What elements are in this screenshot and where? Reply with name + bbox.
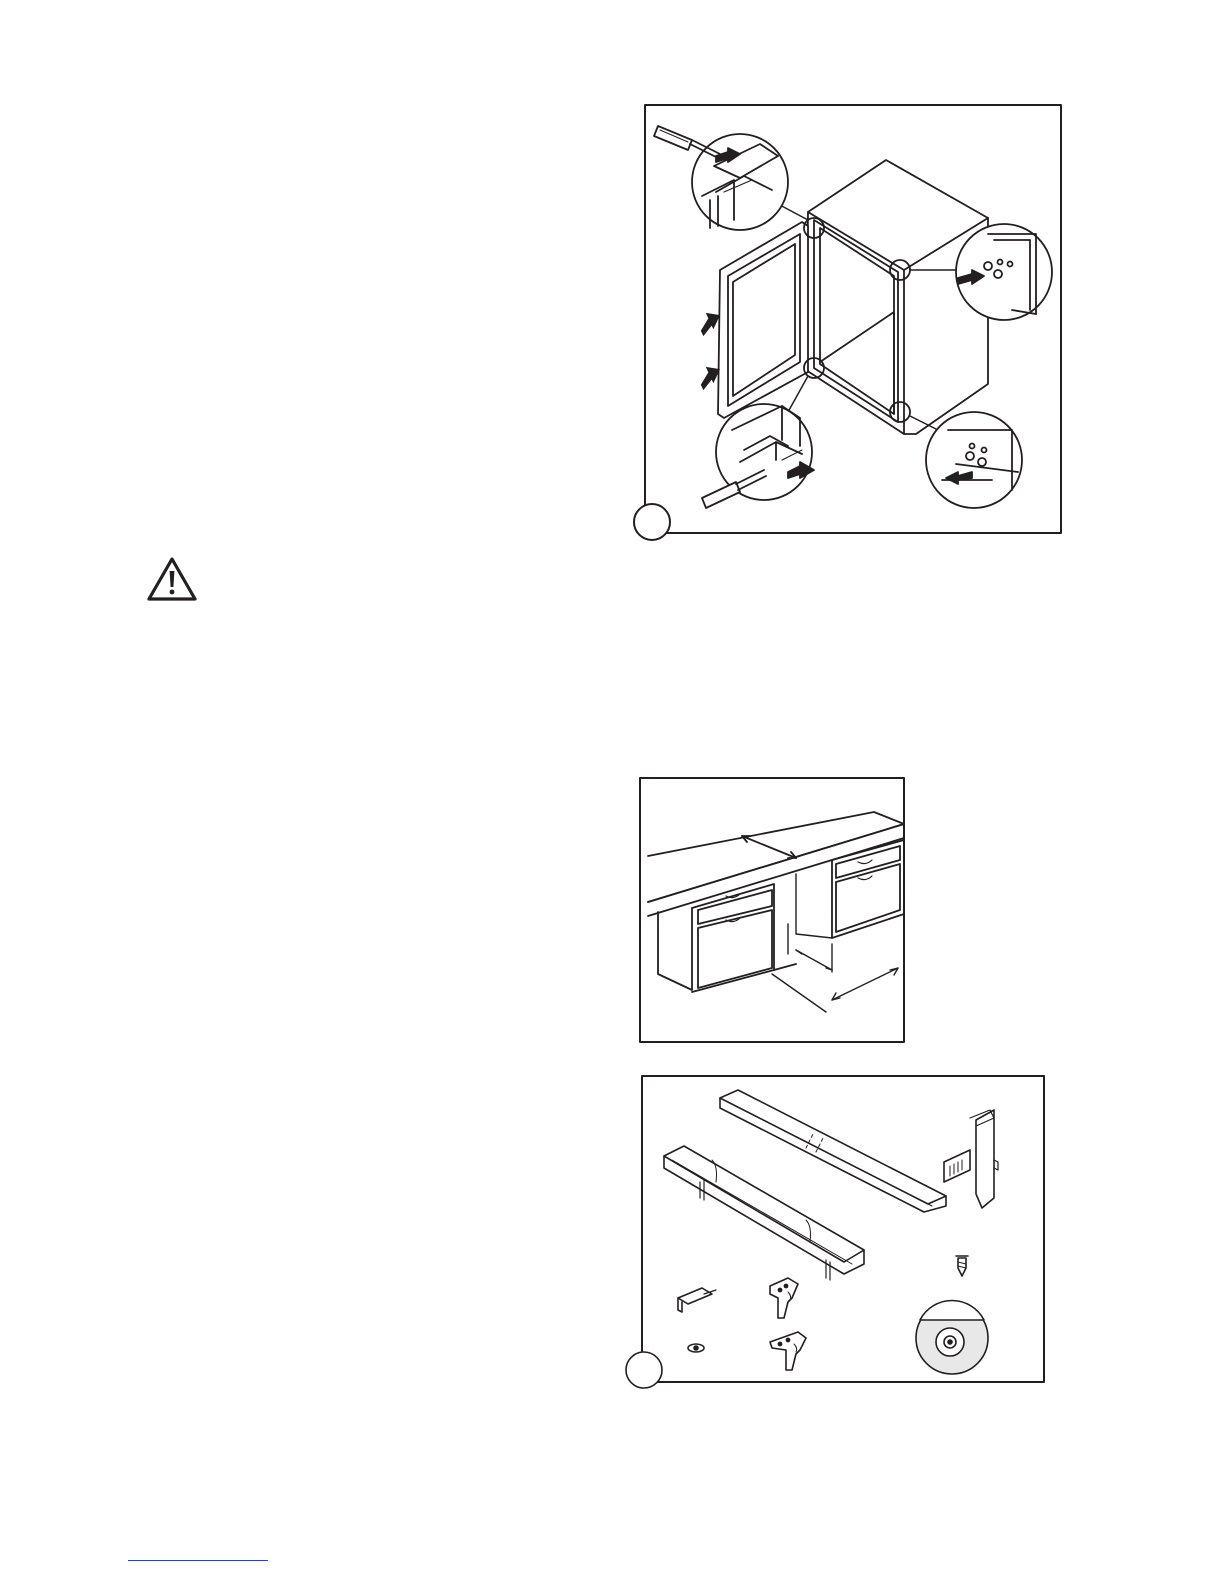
- footer-link[interactable]: [128, 1548, 268, 1561]
- figure-kitchen-niche: [636, 774, 912, 1046]
- figure-fitting-kit: [620, 1070, 1052, 1392]
- cover-disc-icon: [916, 1300, 988, 1374]
- hinge-plate-part: [770, 1278, 798, 1318]
- screwdriver-icon: [654, 126, 720, 158]
- figure-number-badge: [634, 504, 670, 540]
- hinge-plate-part: [770, 1332, 806, 1370]
- screw-icon: [956, 1256, 968, 1276]
- top-hinge-detail: [692, 134, 788, 230]
- warning-triangle-icon: [146, 556, 198, 602]
- figure-number-badge: [626, 1352, 662, 1388]
- bottom-right-detail: [926, 412, 1022, 508]
- top-right-detail: [956, 224, 1052, 320]
- angle-bracket-part: [678, 1288, 716, 1312]
- washer-icon: [688, 1344, 704, 1352]
- bracket-part: [944, 1110, 998, 1208]
- figure-door-hinge-reversal: [632, 100, 1068, 546]
